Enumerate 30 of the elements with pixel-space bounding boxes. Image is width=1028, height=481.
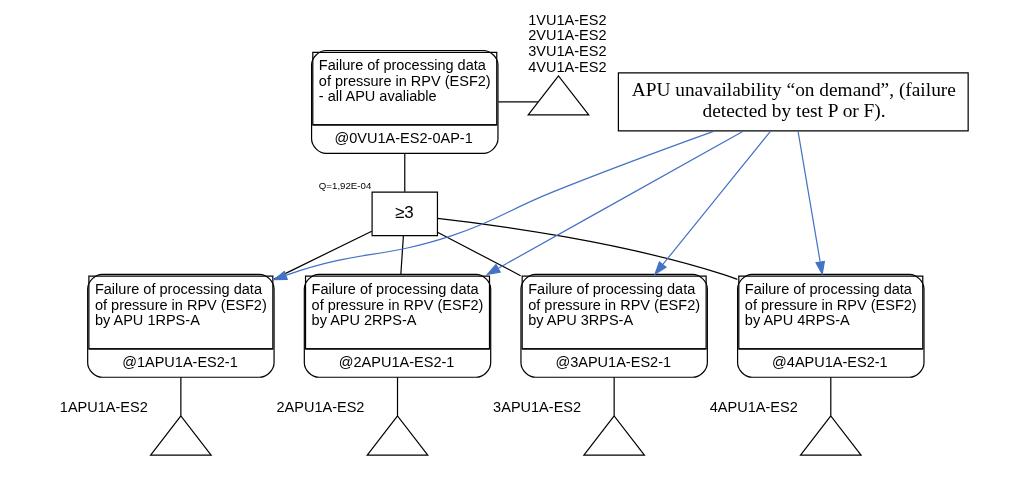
arrow	[272, 130, 715, 281]
node-box: APU unavailability “on demand”, (failure detected by test P or F).	[617, 72, 969, 132]
node-triangle	[366, 415, 429, 456]
node-label: 3VU1A-ES2	[528, 43, 607, 60]
connector	[436, 231, 522, 277]
node-label: 1APU1A-ES2	[59, 398, 148, 415]
node-label: 2VU1A-ES2	[528, 27, 607, 44]
connector	[830, 376, 832, 417]
node-label: 1VU1A-ES2	[528, 11, 607, 28]
arrow	[797, 130, 826, 276]
arrow	[653, 130, 772, 276]
connector	[497, 101, 539, 103]
connector	[436, 217, 738, 280]
connector	[404, 152, 406, 193]
node-triangle	[527, 74, 590, 116]
node-label: Q=1,92E-04	[318, 179, 372, 191]
arrow	[485, 130, 744, 276]
connector	[400, 235, 404, 275]
node-triangle	[582, 415, 646, 456]
node-label: 2APU1A-ES2	[276, 398, 365, 415]
connector	[613, 376, 615, 417]
connector	[180, 376, 182, 417]
node-label: 3APU1A-ES2	[493, 398, 582, 415]
node-triangle	[799, 415, 863, 456]
node-triangle	[149, 415, 213, 456]
connector	[396, 376, 399, 417]
node-label: 4VU1A-ES2	[528, 58, 607, 75]
node-label: 4APU1A-ES2	[709, 398, 798, 415]
node-box: ≥3	[371, 191, 439, 237]
connector	[273, 230, 373, 280]
